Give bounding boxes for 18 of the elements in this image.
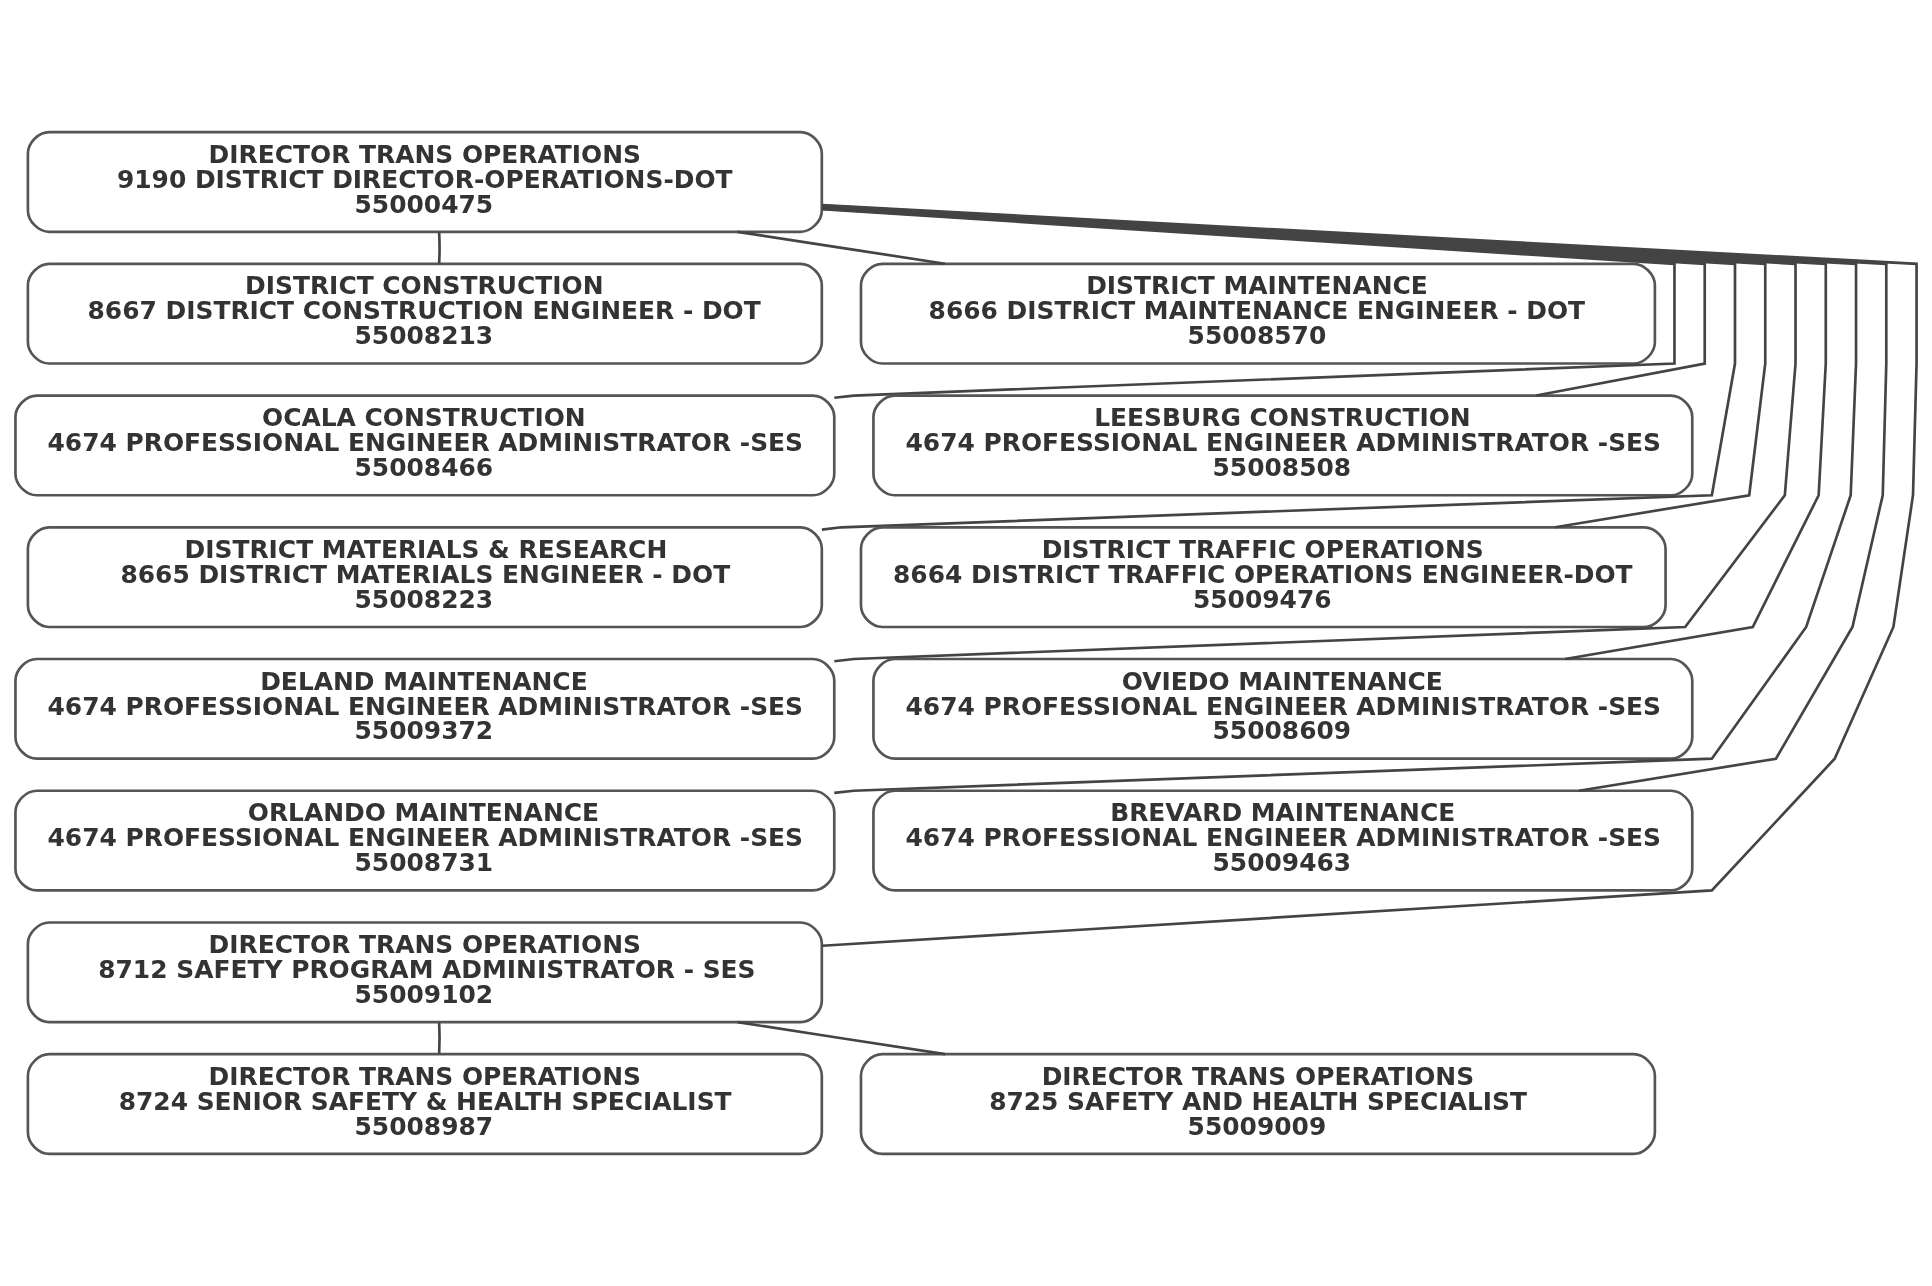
node-box: DIRECTOR TRANS OPERATIONS 8724 SENIOR SAFETY & HEALTH SPECIALIST 55008987: [26, 1052, 824, 1156]
node-box: DIRECTOR TRANS OPERATIONS 8712 SAFETY PROGRAM ADMINISTRATOR - SES 55009102: [26, 921, 824, 1024]
connector: [437, 1022, 441, 1054]
connector: [437, 232, 441, 264]
node-box: OVIEDO MAINTENANCE 4674 PROFESSIONAL ENGINEER ADMINISTRATOR -SES 55008609: [872, 657, 1694, 761]
node-box: LEESBURG CONSTRUCTION 4674 PROFESSIONAL ENGINEER ADMINISTRATOR -SES 55008508: [872, 394, 1694, 497]
node-box: DIRECTOR TRANS OPERATIONS 8725 SAFETY AND HEALTH SPECIALIST 55009009: [859, 1052, 1657, 1156]
node-box: DIRECTOR TRANS OPERATIONS 9190 DISTRICT DIRECTOR-OPERATIONS-DOT 55000475: [26, 130, 824, 234]
node-box: DISTRICT MATERIALS & RESEARCH 8665 DISTRICT MATERIALS ENGINEER - DOT 55008223: [26, 525, 824, 629]
node-box: DISTRICT TRAFFIC OPERATIONS 8664 DISTRICT TRAFFIC OPERATIONS ENGINEER-DOT 55009476: [859, 525, 1667, 629]
node-box: DELAND MAINTENANCE 4674 PROFESSIONAL ENGINEER ADMINISTRATOR -SES 55009372: [14, 657, 836, 761]
connector: [822, 203, 1918, 948]
node-box: OCALA CONSTRUCTION 4674 PROFESSIONAL ENGINEER ADMINISTRATOR -SES 55008466: [14, 394, 836, 497]
node-box: BREVARD MAINTENANCE 4674 PROFESSIONAL ENGINEER ADMINISTRATOR -SES 55009463: [872, 789, 1694, 892]
node-box: DISTRICT CONSTRUCTION 8667 DISTRICT CONSTRUCTION ENGINEER - DOT 55008213: [26, 262, 824, 365]
node-box: DISTRICT MAINTENANCE 8666 DISTRICT MAINTENANCE ENGINEER - DOT 55008570: [859, 262, 1657, 365]
node-box: ORLANDO MAINTENANCE 4674 PROFESSIONAL ENGINEER ADMINISTRATOR -SES 55008731: [14, 789, 836, 892]
connector: [737, 1020, 946, 1056]
